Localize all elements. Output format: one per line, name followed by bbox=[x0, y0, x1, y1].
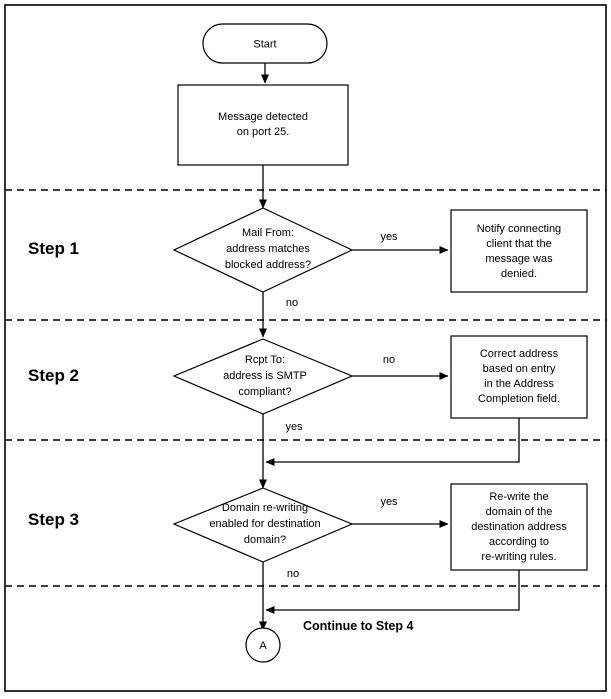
edge-label-domain-no: no bbox=[287, 568, 299, 580]
node-offpage-connector-a[interactable] bbox=[245, 627, 281, 663]
node-decision-mail-from-line-2: address matches bbox=[226, 243, 310, 255]
edge-label-mail-from-yes: yes bbox=[380, 231, 398, 243]
node-correct-address-line-4: Completion field. bbox=[478, 393, 560, 405]
node-correct-address-line-2: based on entry bbox=[483, 363, 556, 375]
edge-label-rcpt-to-no: no bbox=[383, 354, 395, 366]
node-decision-mail-from-line-1: Mail From: bbox=[242, 227, 294, 239]
node-rewrite-domain-line-1: Re-write the bbox=[489, 491, 548, 503]
node-message-detected-line-2: on port 25. bbox=[237, 126, 290, 138]
node-notify-client-line-3: message was bbox=[485, 253, 553, 265]
node-notify-client-line-2: client that the bbox=[486, 238, 551, 250]
node-correct-address-line-1: Correct address bbox=[480, 348, 559, 360]
step-label-1: Step 1 bbox=[28, 239, 79, 258]
node-rewrite-domain-line-3: destination address bbox=[471, 521, 567, 533]
step-label-3: Step 3 bbox=[28, 510, 79, 529]
node-decision-domain-line-1: Domain re-writing bbox=[222, 502, 308, 514]
node-message-detected[interactable] bbox=[177, 84, 349, 166]
node-rewrite-domain-line-4: according to bbox=[489, 536, 549, 548]
edge-label-rcpt-to-yes: yes bbox=[285, 421, 303, 433]
node-correct-address-line-3: in the Address bbox=[484, 378, 554, 390]
node-notify-client-line-4: denied. bbox=[501, 268, 537, 280]
step-label-2: Step 2 bbox=[28, 366, 79, 385]
node-message-detected-line-1: Message detected bbox=[218, 111, 308, 123]
node-decision-rcpt-to-line-2: address is SMTP bbox=[223, 370, 307, 382]
node-start-label: Start bbox=[253, 38, 276, 50]
node-decision-domain-line-2: enabled for destination bbox=[209, 518, 320, 530]
diagram-frame bbox=[4, 4, 607, 692]
edge-label-mail-from-no: no bbox=[286, 297, 298, 309]
node-decision-rcpt-to-line-1: Rcpt To: bbox=[245, 354, 285, 366]
node-notify-client[interactable] bbox=[450, 209, 588, 293]
edge-correct-address-merge bbox=[265, 418, 520, 466]
edge-label-domain-yes: yes bbox=[380, 496, 398, 508]
node-offpage-connector-a-label: A bbox=[259, 640, 267, 652]
annotation-continue-to-step-4: Continue to Step 4 bbox=[303, 619, 413, 633]
edge-rewrite-merge bbox=[265, 570, 520, 614]
node-rewrite-domain-line-5: re-writing rules. bbox=[481, 551, 556, 563]
node-rewrite-domain-line-2: domain of the bbox=[486, 506, 553, 518]
node-decision-mail-from-line-3: blocked address? bbox=[225, 259, 311, 271]
node-decision-domain-line-3: domain? bbox=[244, 534, 286, 546]
node-decision-rcpt-to-line-3: compliant? bbox=[238, 386, 291, 398]
node-notify-client-line-1: Notify connecting bbox=[477, 223, 561, 235]
